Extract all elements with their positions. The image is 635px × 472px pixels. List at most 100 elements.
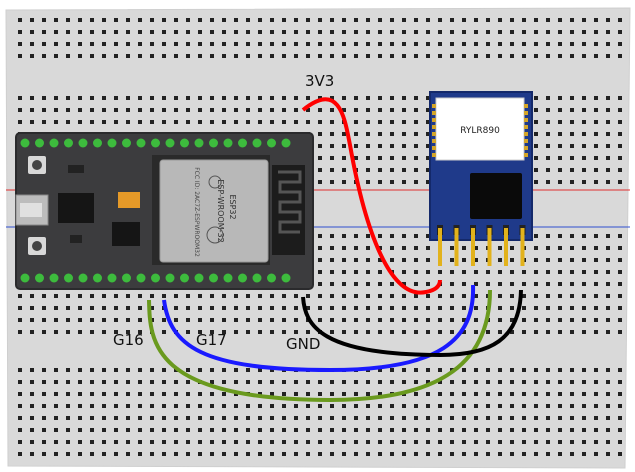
breadboard-hole — [90, 452, 94, 456]
breadboard-hole — [462, 404, 466, 408]
breadboard-hole — [234, 306, 238, 310]
breadboard-hole — [30, 96, 34, 100]
breadboard-hole — [546, 270, 550, 274]
breadboard-hole — [426, 368, 430, 372]
breadboard-hole — [162, 318, 166, 322]
breadboard-hole — [558, 440, 562, 444]
breadboard-hole — [162, 120, 166, 124]
breadboard-hole — [414, 330, 418, 334]
breadboard-hole — [222, 108, 226, 112]
breadboard-hole — [270, 108, 274, 112]
breadboard-hole — [534, 54, 538, 58]
breadboard-hole — [30, 294, 34, 298]
breadboard-hole — [390, 258, 394, 262]
breadboard-hole — [402, 452, 406, 456]
breadboard-hole — [342, 270, 346, 274]
breadboard-hole — [618, 120, 622, 124]
breadboard-hole — [126, 392, 130, 396]
breadboard-hole — [546, 368, 550, 372]
breadboard-hole — [582, 30, 586, 34]
breadboard-hole — [282, 30, 286, 34]
breadboard-hole — [138, 18, 142, 22]
breadboard-hole — [318, 306, 322, 310]
esp32-pin — [35, 138, 44, 148]
wire-3v3 — [301, 97, 442, 295]
breadboard-hole — [246, 120, 250, 124]
breadboard-hole — [402, 168, 406, 172]
breadboard-hole — [534, 156, 538, 160]
breadboard-hole — [234, 18, 238, 22]
breadboard-hole — [330, 180, 334, 184]
breadboard-hole — [606, 380, 610, 384]
breadboard-hole — [258, 54, 262, 58]
breadboard-hole — [546, 428, 550, 432]
breadboard-hole — [486, 380, 490, 384]
breadboard-hole — [570, 404, 574, 408]
breadboard-hole — [330, 440, 334, 444]
breadboard-hole — [618, 156, 622, 160]
breadboard-hole — [498, 42, 502, 46]
breadboard-hole — [258, 330, 262, 334]
breadboard-hole — [330, 258, 334, 262]
breadboard-hole — [414, 428, 418, 432]
breadboard-hole — [270, 120, 274, 124]
breadboard-hole — [486, 428, 490, 432]
esp32-pin — [49, 273, 59, 283]
breadboard-hole — [618, 452, 622, 456]
breadboard-hole — [606, 18, 610, 22]
breadboard-hole — [282, 428, 286, 432]
breadboard-hole — [66, 380, 70, 384]
breadboard-hole — [606, 234, 610, 238]
breadboard-hole — [306, 42, 310, 46]
breadboard-hole — [498, 18, 502, 22]
breadboard-hole — [222, 42, 226, 46]
breadboard-hole — [66, 42, 70, 46]
breadboard-hole — [102, 368, 106, 372]
breadboard-hole — [462, 30, 466, 34]
breadboard-hole — [138, 294, 142, 298]
lora-pin — [471, 228, 475, 266]
breadboard-hole — [174, 42, 178, 46]
breadboard-hole — [618, 282, 622, 286]
breadboard-hole — [558, 452, 562, 456]
breadboard-hole — [378, 392, 382, 396]
breadboard-hole — [30, 380, 34, 384]
breadboard-hole — [342, 282, 346, 286]
breadboard-hole — [174, 54, 178, 58]
breadboard-hole — [546, 392, 550, 396]
breadboard-hole — [438, 42, 442, 46]
breadboard-hole — [426, 452, 430, 456]
breadboard-hole — [222, 428, 226, 432]
breadboard-hole — [150, 96, 154, 100]
breadboard-hole — [366, 246, 370, 250]
breadboard-hole — [282, 404, 286, 408]
breadboard-hole — [486, 452, 490, 456]
breadboard-hole — [582, 120, 586, 124]
breadboard-hole — [414, 416, 418, 420]
breadboard-hole — [318, 144, 322, 148]
breadboard-hole — [558, 144, 562, 148]
breadboard-hole — [294, 330, 298, 334]
breadboard-hole — [402, 180, 406, 184]
breadboard-hole — [54, 440, 58, 444]
breadboard-hole — [186, 54, 190, 58]
breadboard-hole — [90, 30, 94, 34]
breadboard-hole — [438, 404, 442, 408]
breadboard-hole — [510, 392, 514, 396]
breadboard-hole — [438, 416, 442, 420]
breadboard-hole — [366, 258, 370, 262]
breadboard-hole — [414, 318, 418, 322]
lora-pad — [432, 132, 436, 136]
shield-text-1: ESP-WROOM-32 — [216, 179, 225, 242]
breadboard-hole — [390, 282, 394, 286]
breadboard-hole — [498, 368, 502, 372]
breadboard-hole — [582, 330, 586, 334]
breadboard-hole — [522, 330, 526, 334]
breadboard-hole — [318, 246, 322, 250]
lora-pad — [432, 139, 436, 143]
breadboard-hole — [306, 294, 310, 298]
breadboard-hole — [546, 452, 550, 456]
breadboard-hole — [390, 168, 394, 172]
breadboard-hole — [522, 42, 526, 46]
breadboard-hole — [534, 404, 538, 408]
